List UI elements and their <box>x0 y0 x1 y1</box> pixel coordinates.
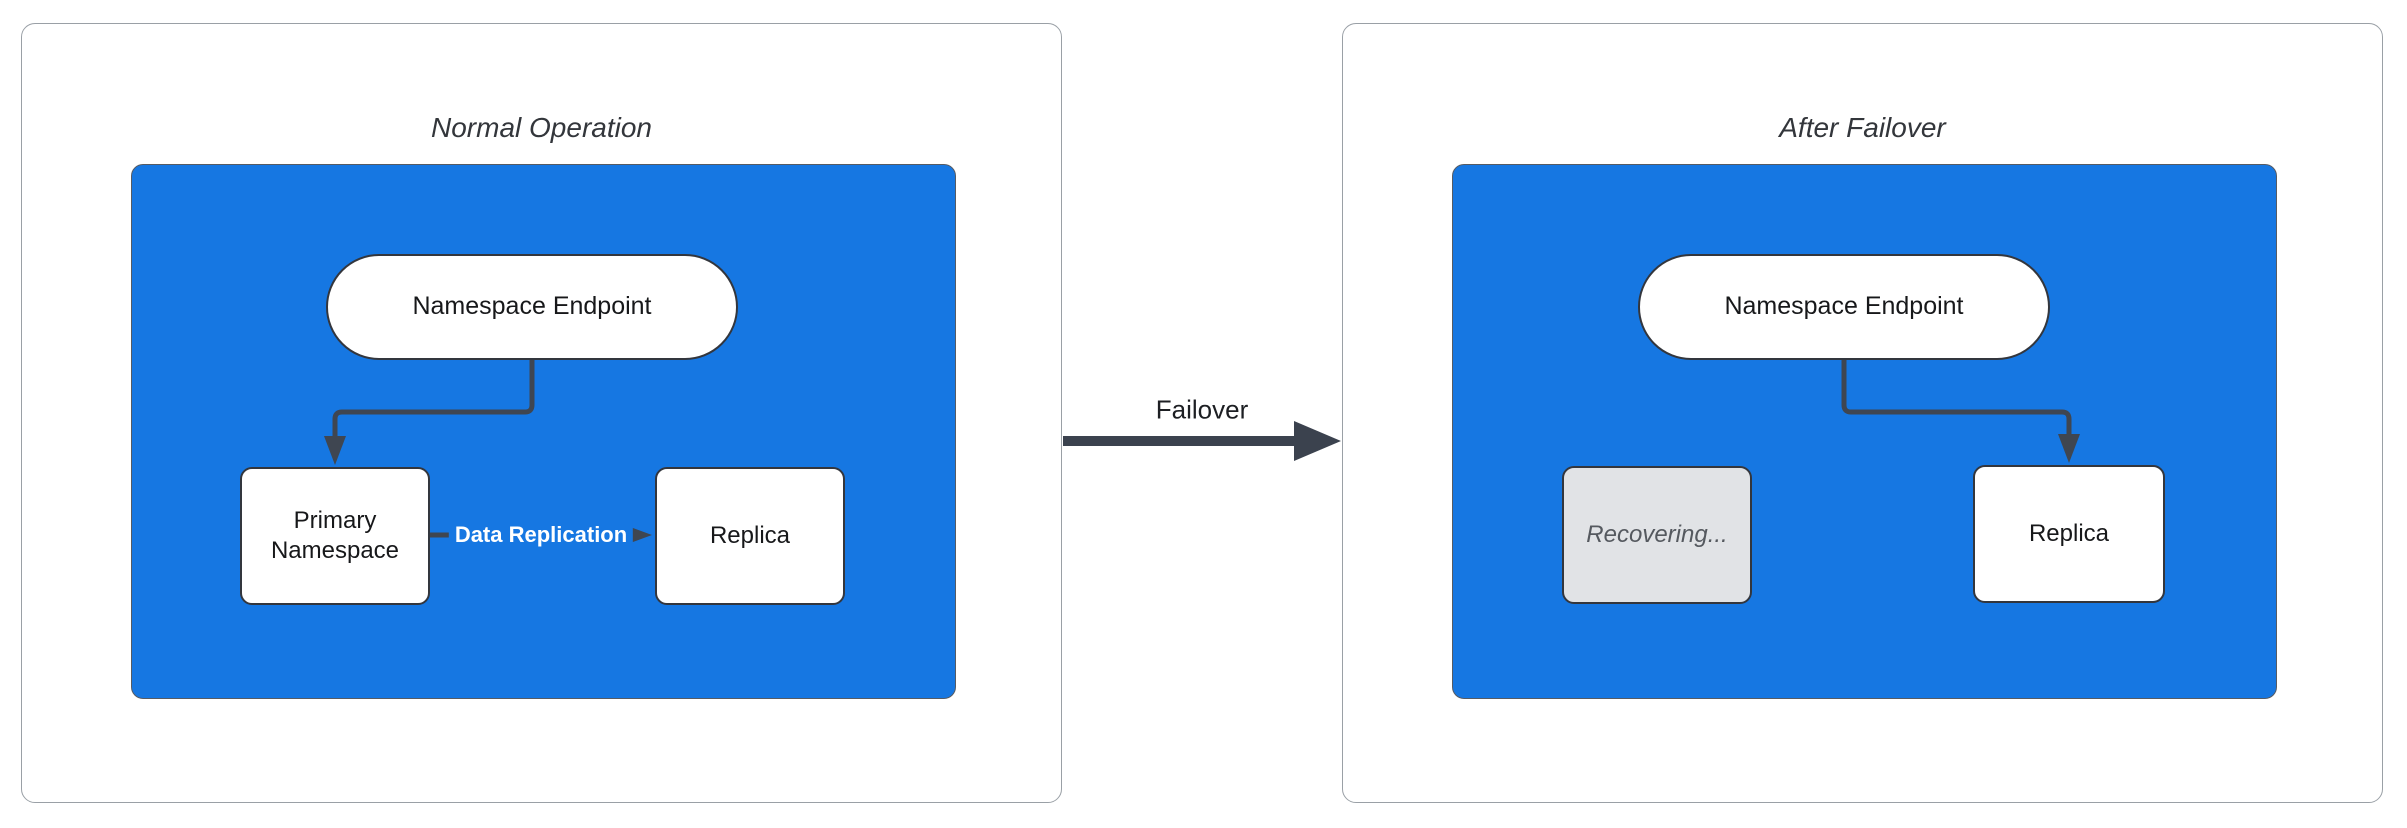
node-replica-normal: Replica <box>655 467 845 605</box>
panel-title-after-failover: After Failover <box>1779 112 1946 143</box>
panel-title-normal-operation: Normal Operation <box>431 112 652 143</box>
panel-normal-operation: Normal Operation <box>21 23 1062 803</box>
namespace-container-failover <box>1452 164 2277 699</box>
namespace-container-normal <box>131 164 956 699</box>
arrow-failover-arrowhead <box>1294 421 1341 461</box>
edge-label-data-replication: Data Replication <box>448 520 634 550</box>
node-replica-failover: Replica <box>1973 465 2165 603</box>
edge-label-failover: Failover <box>1155 394 1249 426</box>
node-namespace-endpoint-normal: Namespace Endpoint <box>326 254 738 360</box>
node-namespace-endpoint-failover: Namespace Endpoint <box>1638 254 2050 360</box>
node-primary-namespace: Primary Namespace <box>240 467 430 605</box>
node-recovering: Recovering... <box>1562 466 1752 604</box>
panel-after-failover: After Failover <box>1342 23 2383 803</box>
